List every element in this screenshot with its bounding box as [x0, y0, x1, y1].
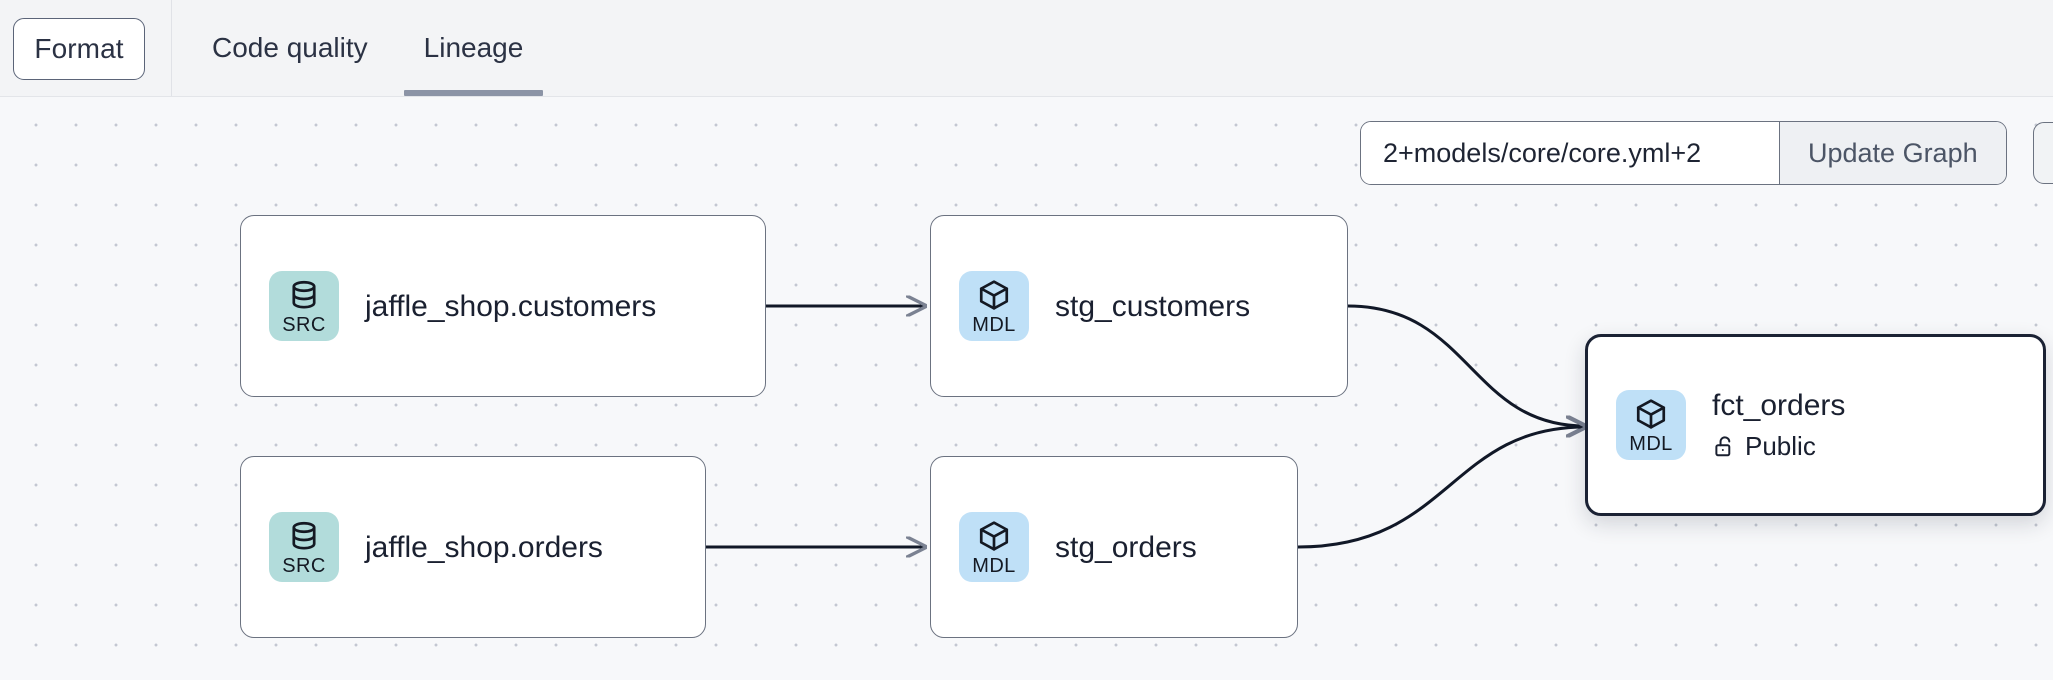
node-title: stg_customers	[1055, 289, 1251, 323]
node-body: stg_orders	[1055, 531, 1197, 564]
node-body: stg_customers	[1055, 290, 1250, 323]
node-title: jaffle_shop.customers	[365, 289, 657, 323]
badge-label: MDL	[972, 554, 1016, 577]
node-title: stg_orders	[1055, 530, 1197, 564]
model-badge: MDL	[959, 271, 1029, 341]
dbt-selector-input[interactable]	[1361, 122, 1779, 184]
model-badge: MDL	[1616, 390, 1686, 460]
badge-label: MDL	[972, 313, 1016, 336]
cube-icon	[979, 520, 1009, 551]
edge-stg-customers-to-fct-orders	[1347, 304, 1585, 426]
tab-code-quality[interactable]: Code quality	[212, 32, 368, 63]
cube-icon	[979, 279, 1009, 310]
update-graph-button[interactable]: Update Graph	[1779, 122, 2006, 184]
tab-lineage[interactable]: Lineage	[396, 0, 552, 96]
node-title: jaffle_shop.orders	[365, 530, 603, 564]
lineage-node-stg-customers[interactable]: MDL stg_customers	[930, 215, 1348, 397]
source-badge: SRC	[269, 271, 339, 341]
edge-stg-orders-to-fct-orders	[1297, 427, 1585, 549]
source-badge: SRC	[269, 512, 339, 582]
selector-group: Update Graph	[1360, 121, 2007, 185]
cube-icon	[1636, 398, 1666, 429]
database-icon	[292, 521, 316, 550]
graph-options-button[interactable]	[2032, 122, 2053, 184]
node-access-label: Public	[1745, 430, 1816, 461]
lineage-node-jaffle-shop-customers[interactable]: SRC jaffle_shop.customers	[240, 215, 766, 397]
node-body: fct_orders Public	[1712, 389, 1845, 462]
lineage-node-jaffle-shop-orders[interactable]: SRC jaffle_shop.orders	[240, 456, 706, 638]
model-badge: MDL	[959, 512, 1029, 582]
badge-label: MDL	[1629, 432, 1673, 455]
database-icon	[292, 280, 316, 309]
node-body: jaffle_shop.customers	[365, 290, 656, 323]
lineage-node-stg-orders[interactable]: MDL stg_orders	[930, 456, 1298, 638]
toolbar-header: Format Code quality Lineage	[0, 0, 2053, 97]
graph-controls: Update Graph	[1360, 121, 2053, 185]
badge-label: SRC	[282, 313, 326, 336]
tab-bar: Code quality Lineage	[172, 0, 551, 96]
lineage-node-fct-orders[interactable]: MDL fct_orders Public	[1585, 334, 2046, 516]
badge-label: SRC	[282, 554, 326, 577]
unlock-icon	[1715, 435, 1731, 456]
node-access-meta: Public	[1712, 431, 1845, 462]
format-button-container: Format	[0, 0, 172, 96]
node-title: fct_orders	[1712, 388, 1846, 422]
node-body: jaffle_shop.orders	[365, 531, 603, 564]
lineage-canvas[interactable]: SRC jaffle_shop.customers SRC jaffle_sho…	[0, 97, 2053, 680]
format-button[interactable]: Format	[13, 18, 145, 80]
